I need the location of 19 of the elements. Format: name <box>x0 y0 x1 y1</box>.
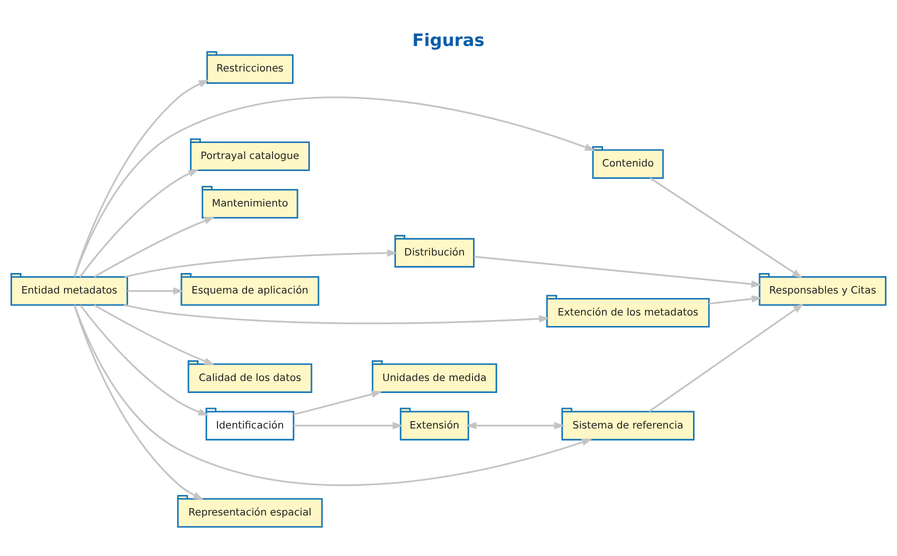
arrow <box>79 168 199 277</box>
arrow <box>293 390 382 415</box>
arrow <box>74 96 596 276</box>
arrow <box>650 176 803 278</box>
arrow <box>127 286 184 294</box>
arrow <box>74 304 592 486</box>
arrow <box>94 304 215 365</box>
arrow <box>708 294 762 304</box>
arrow <box>466 422 565 429</box>
arrow <box>124 304 550 324</box>
arrow <box>294 422 404 429</box>
arrow <box>74 79 210 276</box>
arrow <box>124 248 398 278</box>
arrow <box>474 255 762 288</box>
diagram-title: Figuras <box>412 30 485 51</box>
arrow <box>80 304 209 416</box>
arrow <box>74 304 204 500</box>
arrow <box>648 303 804 412</box>
arrow <box>94 216 215 278</box>
